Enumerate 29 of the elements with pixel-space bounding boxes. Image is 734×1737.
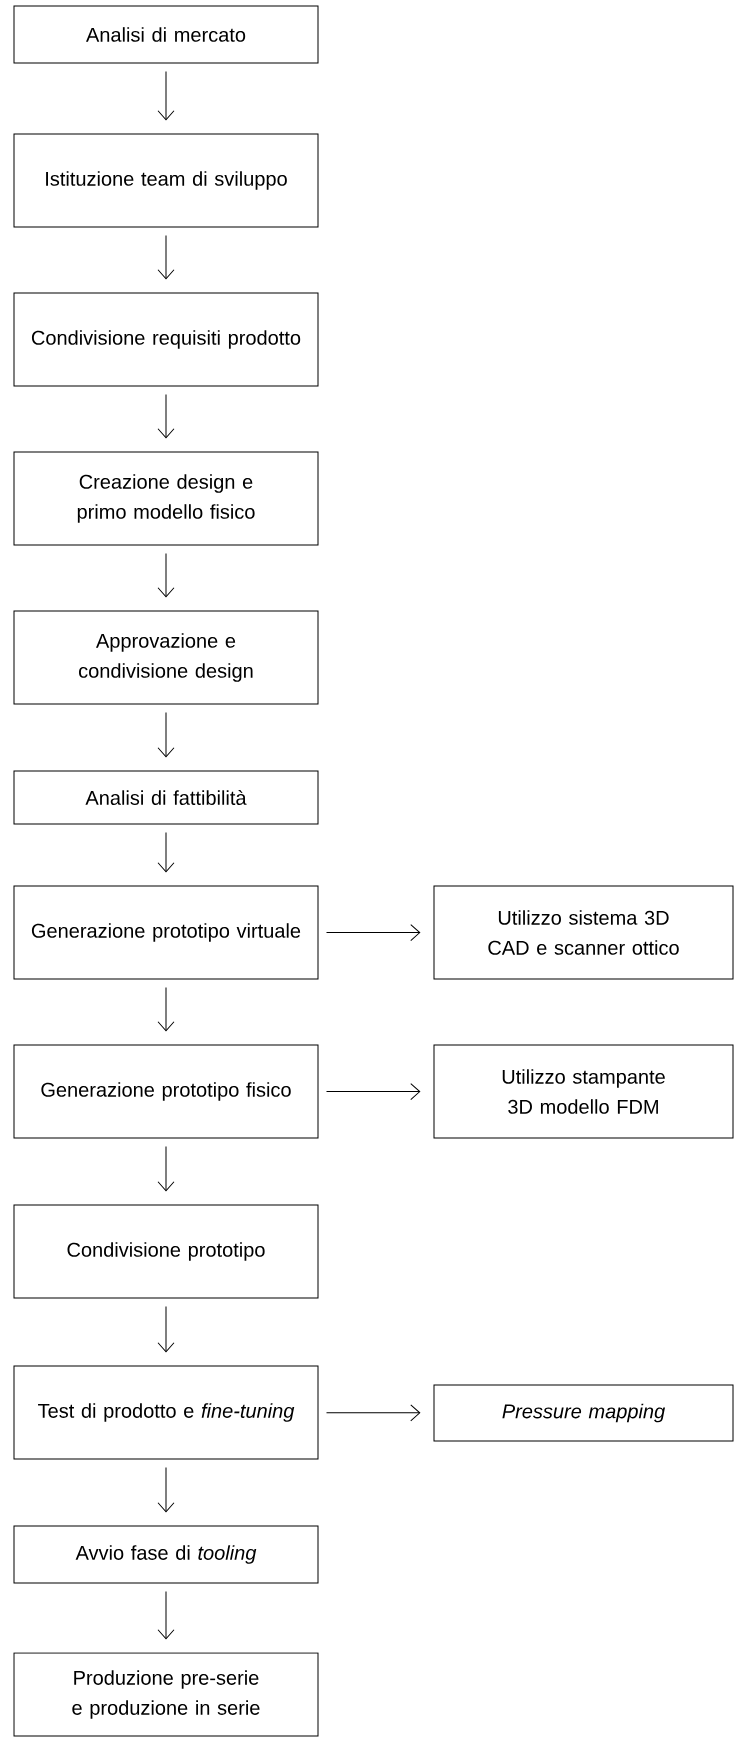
arrow	[157, 832, 175, 873]
process-box: Generazione prototipo virtuale	[13, 885, 319, 980]
process-box: Utilizzo sistema 3D CAD e scanner ottico	[433, 885, 734, 980]
arrow	[157, 553, 175, 598]
arrow	[157, 987, 175, 1032]
arrow	[157, 1306, 175, 1353]
process-box: Generazione prototipo fisico	[13, 1044, 319, 1139]
process-box: Pressure mapping	[433, 1384, 734, 1442]
arrow	[157, 1591, 175, 1640]
arrow	[157, 394, 175, 439]
process-box: Istituzione team di sviluppo	[13, 133, 319, 228]
process-box: Approvazione e condivisione design	[13, 610, 319, 705]
process-box: Analisi di mercato	[13, 5, 319, 64]
process-box: Creazione design e primo modello fisico	[13, 451, 319, 546]
arrow	[326, 1404, 421, 1422]
process-box: Avvio fase di tooling	[13, 1525, 319, 1584]
arrow	[326, 1083, 421, 1100]
process-box: Produzione pre-serie e produzione in serie	[13, 1652, 319, 1737]
process-box: Test di prodotto e fine-tuning	[13, 1365, 319, 1460]
process-box: Condivisione prototipo	[13, 1204, 319, 1299]
process-box: Condivisione requisiti prodotto	[13, 292, 319, 387]
process-box: Analisi di fattibilità	[13, 770, 319, 825]
arrow	[157, 71, 175, 121]
arrow	[326, 924, 421, 941]
arrow	[157, 1467, 175, 1513]
arrow	[157, 712, 175, 758]
process-box: Utilizzo stampante 3D modello FDM	[433, 1044, 734, 1139]
arrow	[157, 235, 175, 280]
arrow	[157, 1146, 175, 1192]
